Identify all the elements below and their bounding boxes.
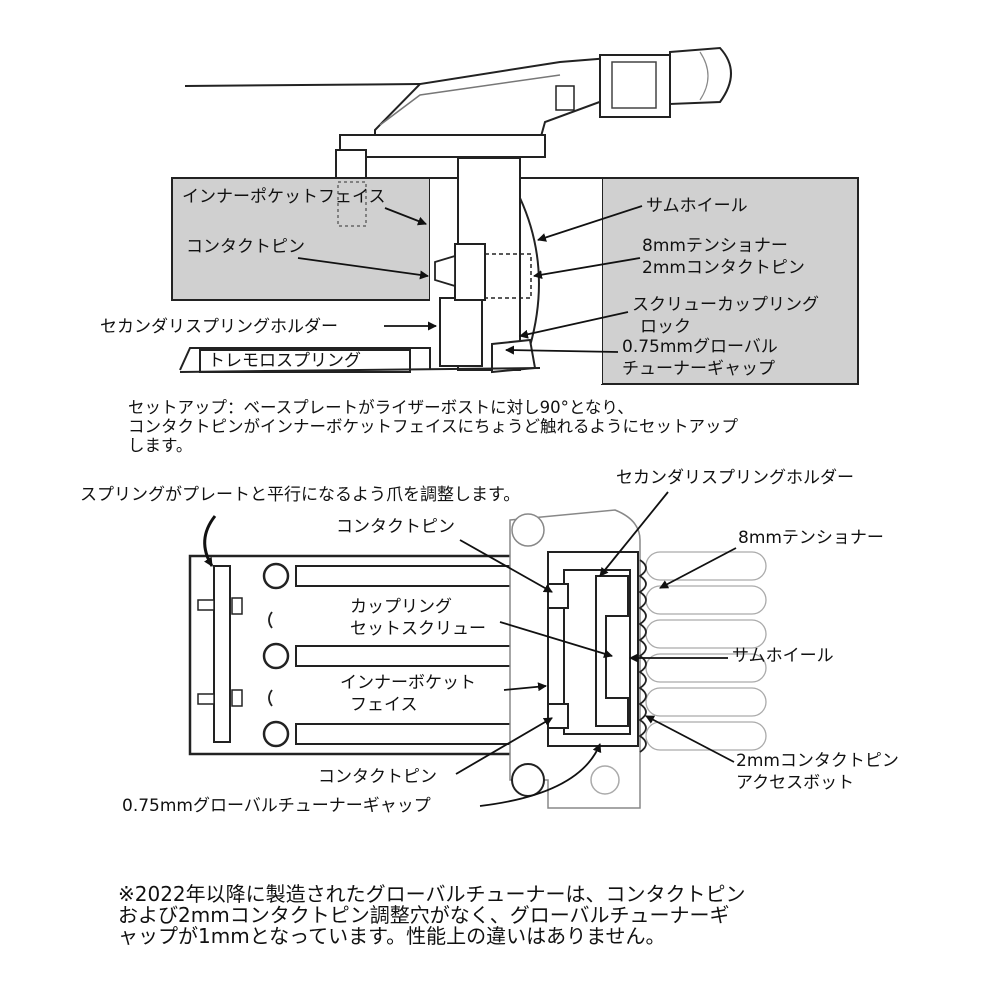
label-2mm-contact-pin-2: 2mmコンタクトピン — [736, 751, 899, 771]
label-gap-2: 0.75mmグローバルチューナーギャップ — [122, 796, 431, 816]
plan-view-labels: スプリングがプレートと平行になるよう爪を調整します。 セカンダリスプリングホルダ… — [80, 468, 899, 816]
label-inner-pocket: インナーボケット — [340, 673, 476, 693]
label-8mm-tensioner-2: 8mmテンショナー — [738, 528, 884, 548]
setup-note-line: セットアップ：ベースプレートがライザーボストに対し90°となり、 — [128, 398, 634, 417]
tuner-knob — [555, 46, 732, 118]
setup-note-line: します。 — [128, 436, 193, 455]
footnote: ※2022年以降に製造されたグローバルチューナーは、コンタクトピン および2mm… — [118, 884, 938, 947]
label-thumb-wheel: サムホイール — [646, 196, 748, 216]
side-view-labels: インナーポケットフェイス コンタクトピン セカンダリスプリングホルダー トレモロ… — [100, 187, 819, 379]
footnote-line: ャップが1mmとなっています。性能上の違いはありません。 — [118, 924, 666, 948]
label-thumb-wheel-2: サムホイール — [732, 646, 834, 666]
label-8mm-tensioner: 8mmテンショナー — [642, 236, 788, 256]
footnote-line: ※2022年以降に製造されたグローバルチューナーは、コンタクトピン — [118, 882, 746, 906]
footnote-line: および2mmコンタクトピン調整穴がなく、グローバルチューナーギ — [118, 903, 730, 927]
label-contact-pin: コンタクトピン — [186, 237, 305, 257]
label-face: フェイス — [350, 695, 418, 715]
right-body-block — [601, 177, 859, 385]
label-gap-line2: チューナーギャップ — [622, 359, 775, 379]
thumb-wheel-fins — [645, 551, 767, 751]
setup-note-line: コンタクトピンがインナーボケットフェイスにちょうど触れるようにセットアップ — [128, 417, 739, 436]
side-view-illustration — [171, 46, 859, 385]
label-gap-line1: 0.75mmグローバル — [622, 337, 778, 357]
label-2mm-contact-pin: 2mmコンタクトピン — [642, 258, 805, 278]
label-screw-coupling: スクリューカップリング — [632, 295, 819, 315]
label-secondary-spring-holder: セカンダリスプリングホルダー — [100, 317, 338, 337]
setup-note: セットアップ：ベースプレートがライザーボストに対し90°となり、 コンタクトピン… — [128, 398, 888, 455]
label-spring-adjust: スプリングがプレートと平行になるよう爪を調整します。 — [80, 485, 520, 505]
label-tremolo-spring: トレモロスプリング — [208, 351, 361, 371]
label-coupling: カップリング — [350, 597, 452, 617]
plan-view-illustration — [188, 509, 767, 809]
label-set-screw: セットスクリュー — [350, 619, 486, 639]
label-inner-pocket-face: インナーポケットフェイス — [182, 187, 386, 207]
label-secondary-spring-holder-2: セカンダリスプリングホルダー — [616, 468, 854, 488]
label-contact-pin-bottom: コンタクトピン — [318, 767, 437, 787]
label-contact-pin-top: コンタクトピン — [336, 517, 455, 537]
label-lock: ロック — [640, 317, 691, 337]
label-access-pot: アクセスボット — [736, 773, 854, 793]
